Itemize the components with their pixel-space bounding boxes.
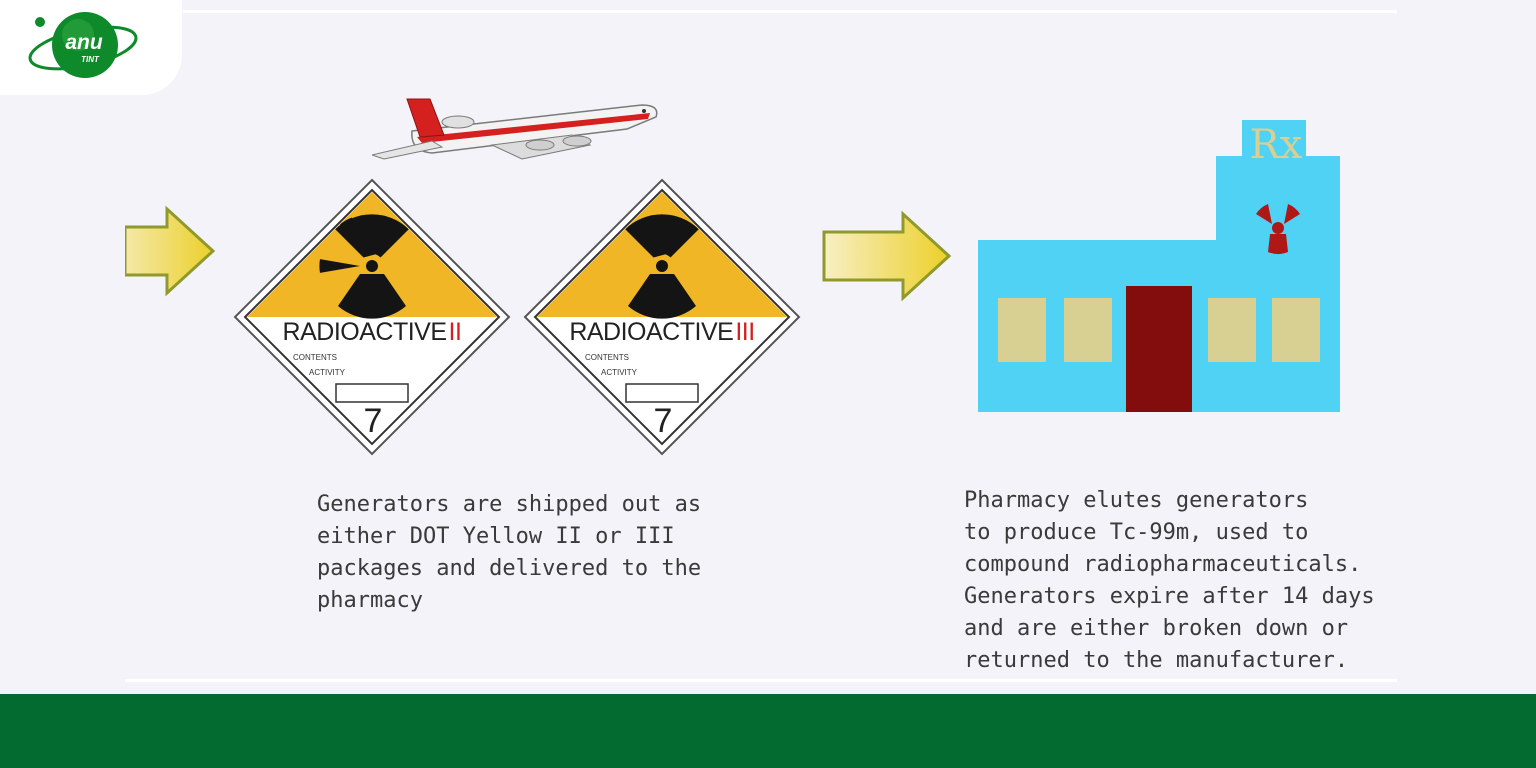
contents-label: CONTENTS [585, 353, 629, 362]
contents-label: CONTENTS [293, 353, 337, 362]
placard-class-numeral: II [448, 318, 462, 346]
shipping-caption: Generators are shipped out as either DOT… [317, 492, 702, 613]
logo-subtext: TINT [81, 55, 100, 64]
placard-diamond-icon [233, 178, 511, 456]
logo-icon[interactable]: anu TINT [0, 0, 182, 95]
pharmacy-trefoil-icon [1256, 204, 1300, 254]
placard-title: RADIOACTIVEII [233, 318, 511, 347]
placard-title: RADIOACTIVEIII [523, 318, 801, 347]
footer-band [0, 694, 1536, 768]
logo-card: anu TINT [0, 0, 182, 95]
logo-text: anu [65, 31, 103, 54]
incoming-arrow-icon [125, 205, 220, 300]
pharmacy-building-icon: Rx [978, 120, 1342, 414]
placard-radioactive-iii: RADIOACTIVEIII CONTENTS ACTIVITY 7 [523, 178, 801, 456]
bottom-divider [125, 679, 1397, 682]
hazard-class-number: 7 [363, 402, 383, 440]
rx-sign: Rx [1250, 122, 1303, 168]
activity-label: ACTIVITY [601, 368, 638, 377]
airplane-icon [372, 95, 664, 167]
placard-label: RADIOACTIVE [569, 318, 734, 346]
flow-arrow-icon [821, 210, 956, 305]
placard-radioactive-ii: RADIOACTIVEII CONTENTS ACTIVITY 7 [233, 178, 511, 456]
top-divider [183, 10, 1397, 13]
hazard-class-number: 7 [653, 402, 673, 440]
placard-label: RADIOACTIVE [282, 318, 447, 346]
placard-diamond-icon [523, 178, 801, 456]
trefoil-icon [625, 214, 699, 319]
pharmacy-caption: Pharmacy elutes generators to produce Tc… [964, 488, 1375, 673]
placard-class-numeral: III [735, 318, 755, 346]
activity-label: ACTIVITY [309, 368, 346, 377]
